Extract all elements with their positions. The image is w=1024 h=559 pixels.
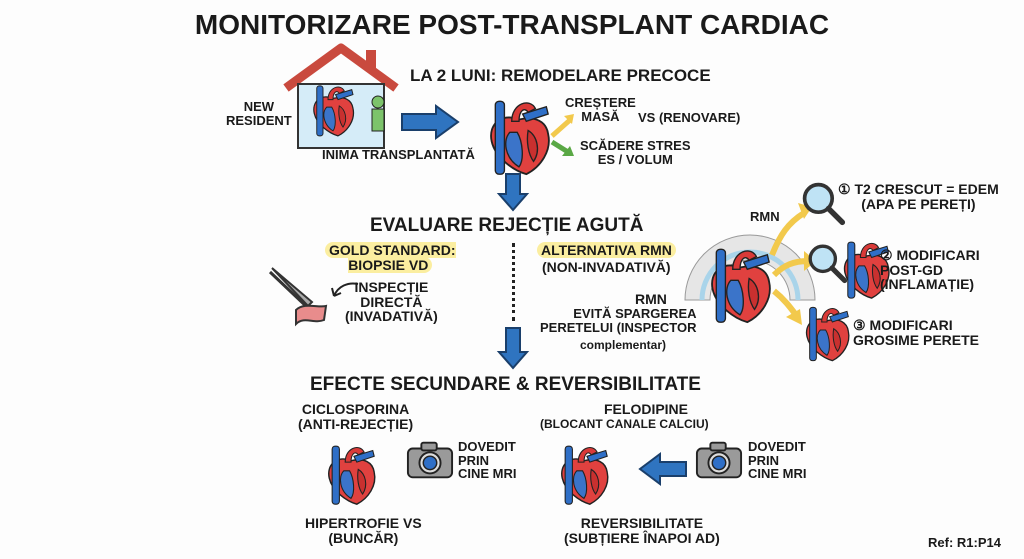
direct-inspection-label: INSPECȚIE DIRECTĂ (INVADATIVĂ) (345, 279, 438, 325)
mass-increase-label: CREȘTERE MASĂ (565, 95, 636, 124)
divider (512, 243, 515, 321)
mri-scanner-label: RMN (750, 209, 780, 224)
remodeling-heading: LA 2 LUNI: REMODELARE PRECOCE (410, 66, 711, 85)
reference-label: Ref: R1:P14 (928, 535, 1001, 550)
page-title: MONITORIZARE POST-TRANSPLANT CARDIAC (194, 9, 830, 40)
stress-decrease-label: SCĂDERE STRES ES / VOLUM (580, 138, 691, 167)
rmn-note-small: complementar) (580, 338, 667, 352)
rmn-note: EVITĂ SPARGEREA PERETELUI (INSPECTOR (540, 306, 697, 335)
curved-arrow-icon (331, 282, 359, 297)
alternative-rmn-label: ALTERNATIVA RMN (537, 242, 676, 258)
rmn-note-title: RMN (635, 291, 667, 307)
new-resident-label: NEW RESIDENT (226, 99, 292, 128)
magnifier-icon (806, 242, 848, 284)
transplanted-heart-label: INIMA TRANSPLANTATĂ (322, 147, 475, 162)
tweezers-biopsy-icon (268, 267, 328, 327)
finding-3-text: MODIFICARI GROSIME PERETE (853, 317, 980, 348)
reversibility-label: REVERSIBILITATE (SUBȚIERE ÎNAPOI AD) (564, 515, 720, 546)
finding-3-number: ③ (853, 317, 866, 333)
camera-icon (406, 441, 454, 479)
finding-1-number: ① (838, 181, 851, 197)
calcium-blocker-label: (BLOCANT CANALE CALCIU) (540, 417, 709, 431)
arrow-left-icon (638, 452, 687, 486)
house-icon (283, 43, 399, 149)
arrow-down-icon (496, 327, 530, 370)
side-effects-heading: EFECTE SECUNDARE & REVERSIBILITATE (310, 374, 701, 395)
cyclosporine-label: CICLOSPORINA (ANTI-REJECȚIE) (298, 401, 414, 432)
felodipine-label: FELODIPINE (604, 401, 689, 417)
finding-2-text: MODIFICARI POST-GD (INFLAMAȚIE) (880, 247, 980, 293)
arrow-down-icon (496, 173, 530, 212)
heart-icon (805, 306, 850, 362)
camera-icon (695, 441, 743, 479)
hypertrophy-label: HIPERTROFIE VS (BUNCĂR) (305, 515, 422, 546)
heart-in-mri-icon (711, 248, 771, 324)
arrow-right-icon (401, 104, 460, 140)
non-invasive-label: (NON-INVADATIVĂ) (542, 259, 671, 275)
proof-label: DOVEDIT PRIN CINE MRI (458, 439, 517, 482)
finding-2-number: ② (880, 247, 893, 263)
growth-arrows-icon (550, 114, 574, 156)
finding-1-text: T2 CRESCUT = EDEM (APA PE PEREȚI) (854, 181, 999, 212)
heart-icon (560, 445, 609, 505)
proof-label: DOVEDIT PRIN CINE MRI (748, 439, 807, 482)
hypertrophic-heart-icon (327, 445, 376, 505)
rejection-heading: EVALUARE REJECȚIE AGUTĂ (370, 215, 644, 236)
gold-standard-label: GOLD STANDARD: BIOPSIE VD (325, 242, 456, 273)
renovation-label: VS (RENOVARE) (638, 110, 741, 125)
